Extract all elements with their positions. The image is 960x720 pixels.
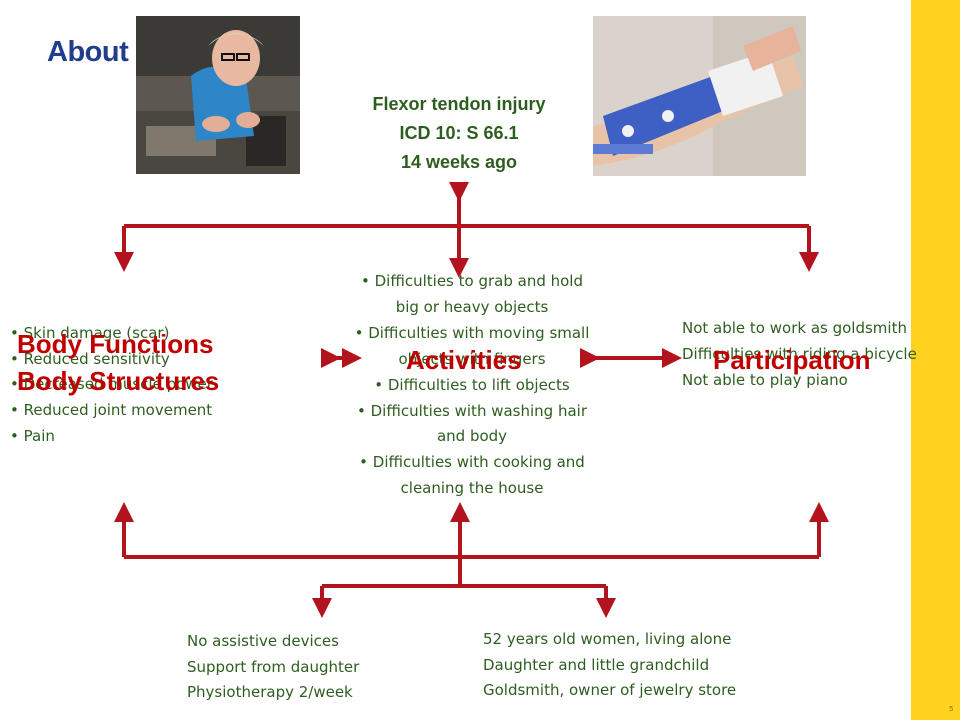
participation-list: Not able to work as goldsmith Difficulti… bbox=[682, 316, 917, 393]
list-item: • Difficulties with washing hair and bod… bbox=[357, 401, 587, 446]
health-condition-line: 14 weeks ago bbox=[400, 152, 518, 172]
list-item: • Reduced joint movement bbox=[10, 401, 213, 420]
list-item: Not able to play piano bbox=[682, 370, 848, 389]
participation-title: Participation bbox=[713, 345, 871, 375]
list-item: • Decreased muscle power bbox=[10, 375, 213, 394]
list-item: Difficulties with riding a bicycle bbox=[682, 344, 917, 363]
slide-title: About bbox=[47, 36, 129, 68]
list-item: Daughter and little grandchild bbox=[483, 655, 710, 674]
list-item: Physiotherapy 2/week bbox=[187, 683, 353, 701]
list-item: • Difficulties with cooking and cleaning… bbox=[359, 453, 585, 498]
health-condition-box: Flexor tendon injury ICD 10: S 66.1 14 w… bbox=[330, 90, 588, 177]
list-item: • Skin damage (scar) bbox=[10, 324, 170, 342]
list-item: • Pain bbox=[10, 426, 55, 445]
page-number: 5 bbox=[949, 705, 954, 713]
health-condition-line: Flexor tendon injury bbox=[372, 94, 546, 114]
body-functions-title: Body Functions Body Structures bbox=[17, 326, 219, 400]
environmental-factors-list: No assistive devices Support from daught… bbox=[187, 629, 359, 706]
hand-splint-photo bbox=[593, 16, 806, 176]
list-item: Goldsmith, owner of jewelry store bbox=[483, 681, 737, 699]
goldsmith-photo bbox=[136, 16, 300, 174]
list-item: • Difficulties to grab and hold big or h… bbox=[361, 272, 583, 316]
personal-factors-list: 52 years old women, living alone Daughte… bbox=[483, 627, 736, 704]
connector-arrows bbox=[114, 182, 829, 618]
list-item: Not able to work as goldsmith bbox=[682, 319, 907, 337]
list-item: • Difficulties with moving small objects… bbox=[354, 323, 590, 368]
body-functions-list: • Skin damage (scar) • Reduced sensitivi… bbox=[10, 321, 213, 450]
list-item: 52 years old women, living alone bbox=[483, 630, 732, 648]
list-item: • Reduced sensitivity bbox=[10, 349, 170, 368]
list-item: No assistive devices bbox=[187, 632, 339, 650]
body-structures-title-line: Body Structures bbox=[17, 366, 220, 396]
side-accent-bar bbox=[911, 0, 960, 720]
activities-title: Activities bbox=[406, 345, 522, 375]
list-item: • Difficulties to lift objects bbox=[374, 375, 570, 394]
body-functions-title-line: Body Functions bbox=[17, 329, 214, 359]
activities-list: • Difficulties to grab and hold big or h… bbox=[350, 269, 594, 502]
health-condition-line: ICD 10: S 66.1 bbox=[399, 123, 519, 143]
list-item: Support from daughter bbox=[187, 657, 360, 676]
